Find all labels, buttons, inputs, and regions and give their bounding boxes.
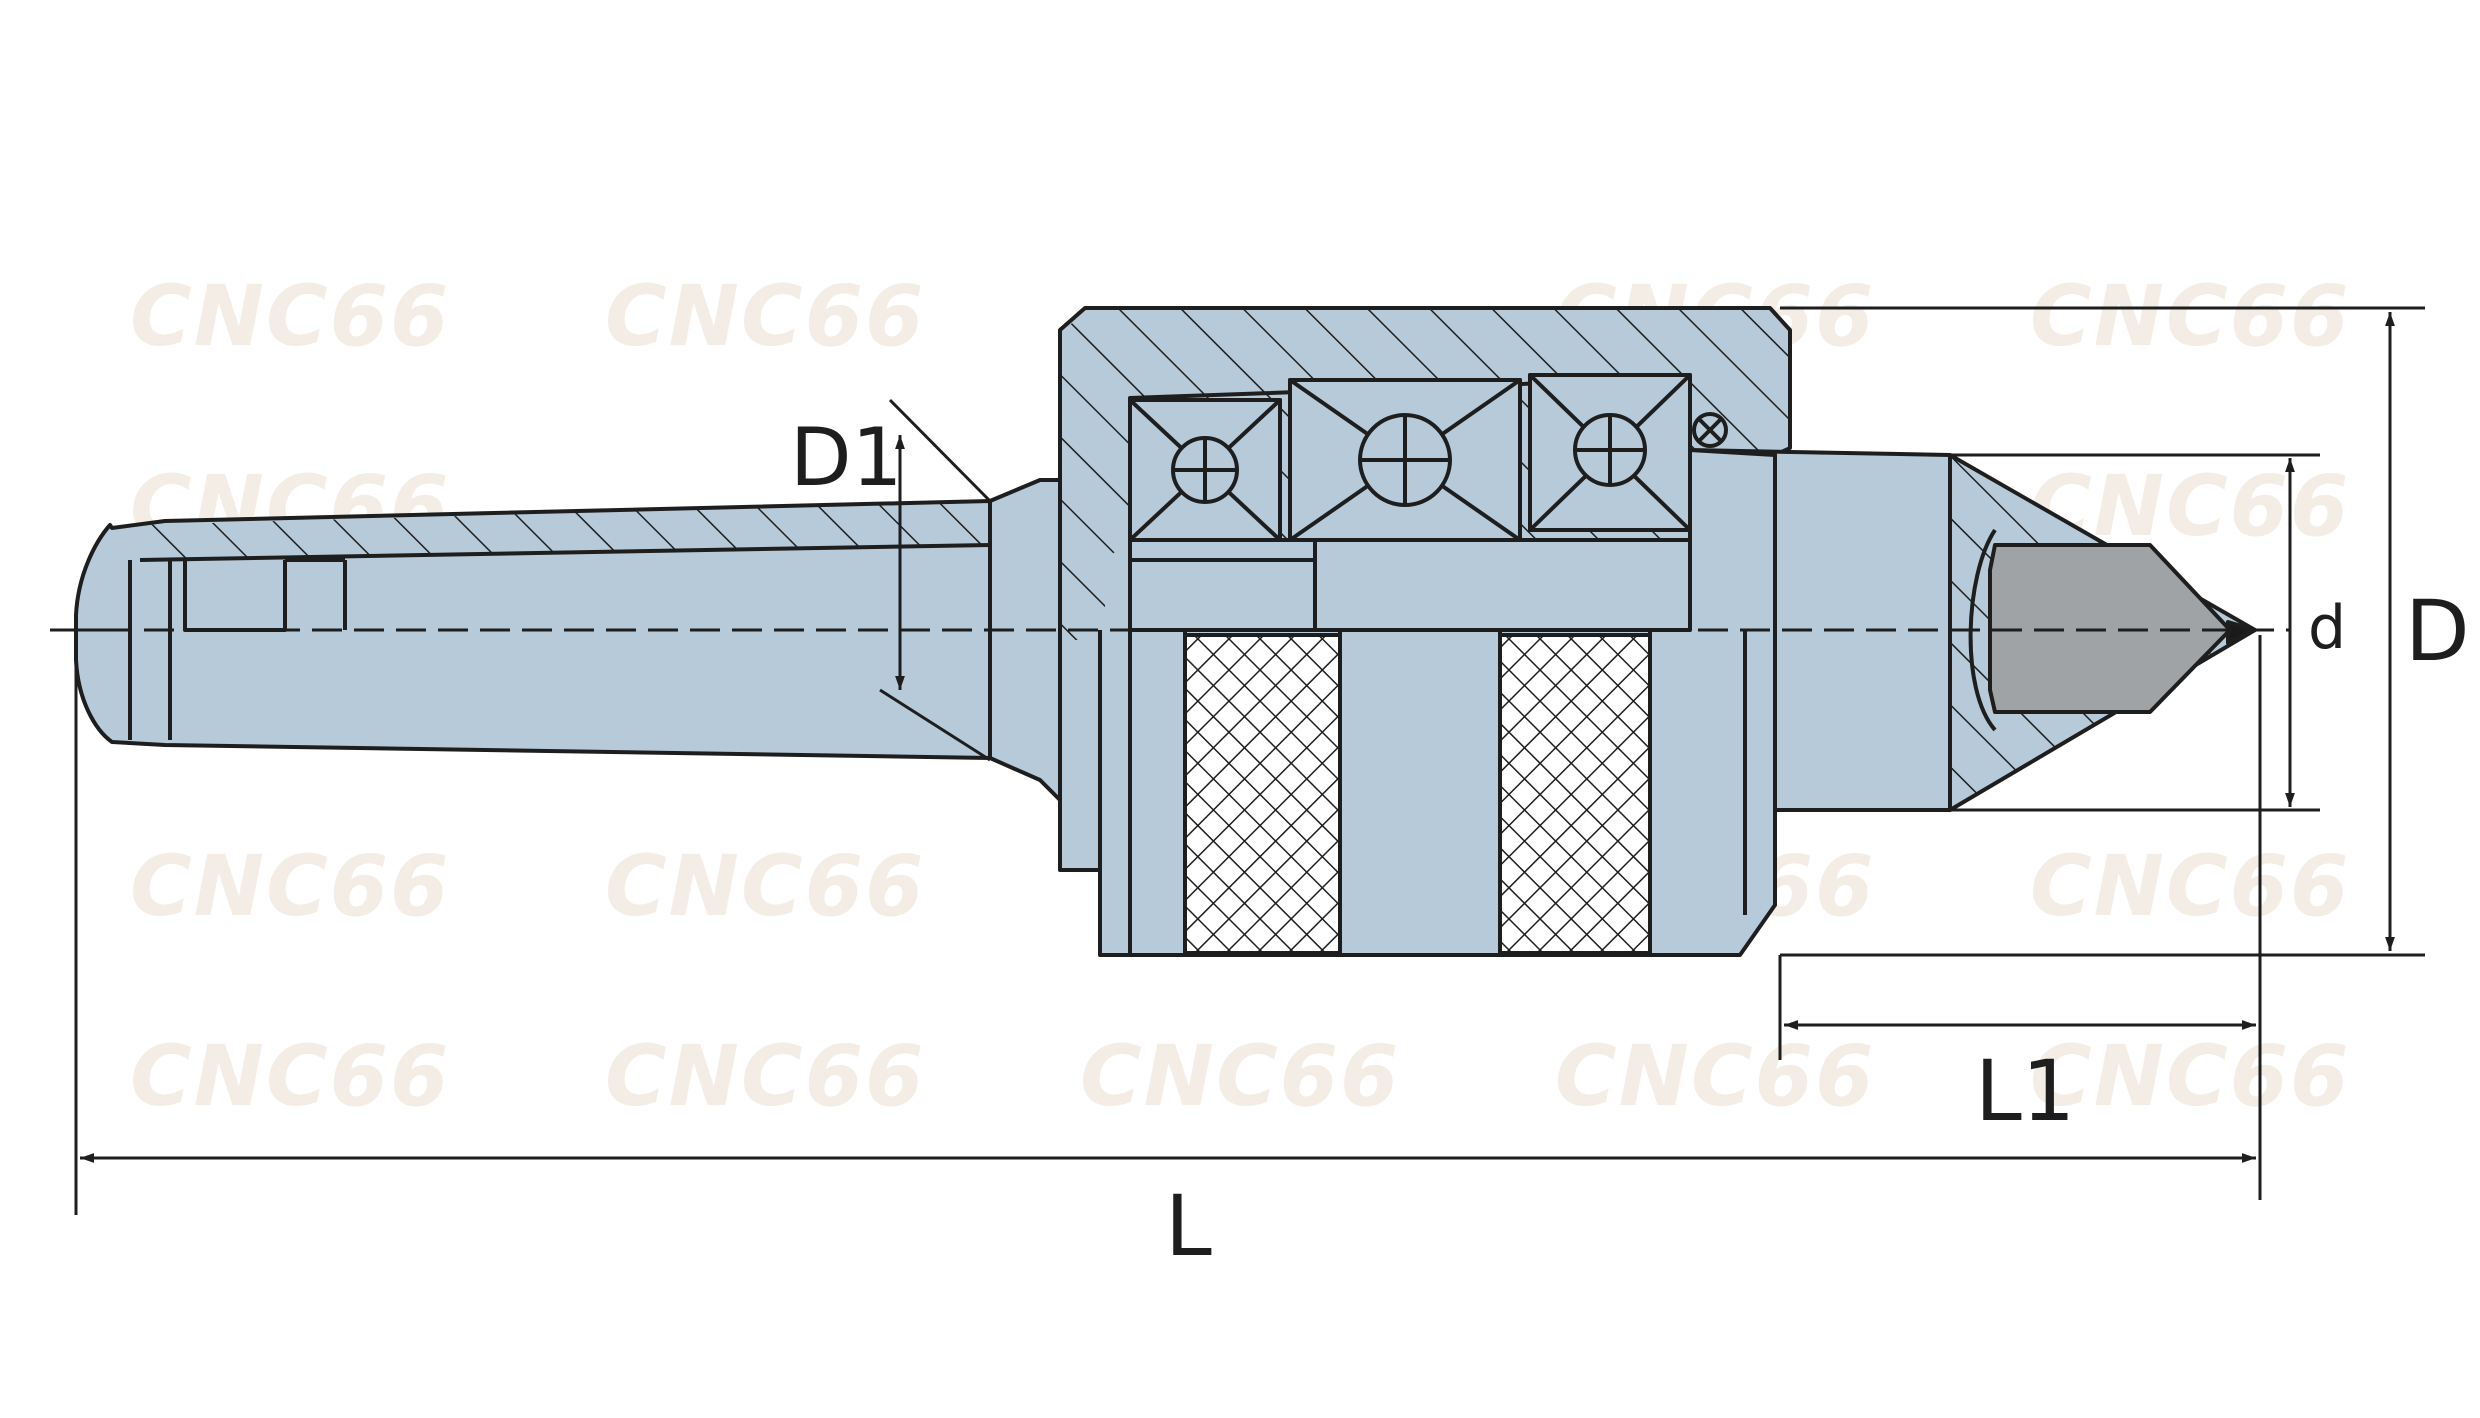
watermark-text: CNC66	[605, 837, 926, 935]
watermark-text: CNC66	[2030, 1027, 2351, 1125]
ball-bearing	[1128, 398, 1282, 542]
watermark-text: CNC66	[605, 267, 926, 365]
watermark-text: CNC66	[1555, 1027, 1876, 1125]
ball-bearing	[1288, 378, 1522, 542]
watermark-text: CNC66	[605, 1027, 926, 1125]
shank-bore-line	[139, 543, 991, 562]
live-center-part	[50, 306, 2257, 957]
watermark-text: CNC66	[1080, 1027, 1401, 1125]
leader-line	[879, 688, 991, 762]
shank-end-detail	[285, 558, 347, 630]
nose-cylinder	[1688, 448, 1952, 812]
label-D1: D1	[790, 411, 903, 504]
taper-shank-section	[140, 501, 990, 560]
label-L1: L1	[1975, 1042, 2075, 1140]
label-D: D	[2405, 582, 2470, 680]
watermark-text: CNC66	[130, 1027, 451, 1125]
carbide-insert	[1988, 543, 2232, 714]
dimension-D	[1780, 306, 2425, 957]
spindle-shaft	[1128, 538, 1692, 632]
cone-inner-arc	[1968, 528, 1997, 732]
housing-lower-details	[1098, 630, 1747, 955]
watermark-text: CNC66	[130, 837, 451, 935]
shank-neck	[988, 478, 1062, 802]
seal-ball	[1692, 412, 1728, 448]
label-d: d	[2308, 593, 2346, 663]
dimension-d	[1950, 453, 2320, 812]
leader-line	[888, 398, 992, 503]
watermark-text: CNC66	[130, 267, 451, 365]
dimension-L	[74, 650, 2256, 1215]
label-L: L	[1165, 1177, 1212, 1275]
dimension-D1	[879, 398, 992, 762]
watermark-text: CNC66	[2030, 267, 2351, 365]
ball-bearing	[1528, 373, 1692, 532]
watermark-text: CNC66	[2030, 837, 2351, 935]
carbide-tip	[2226, 620, 2257, 645]
dimension-L1	[1778, 635, 2262, 1200]
knurled-band	[1183, 633, 1342, 955]
knurled-band	[1498, 633, 1652, 955]
